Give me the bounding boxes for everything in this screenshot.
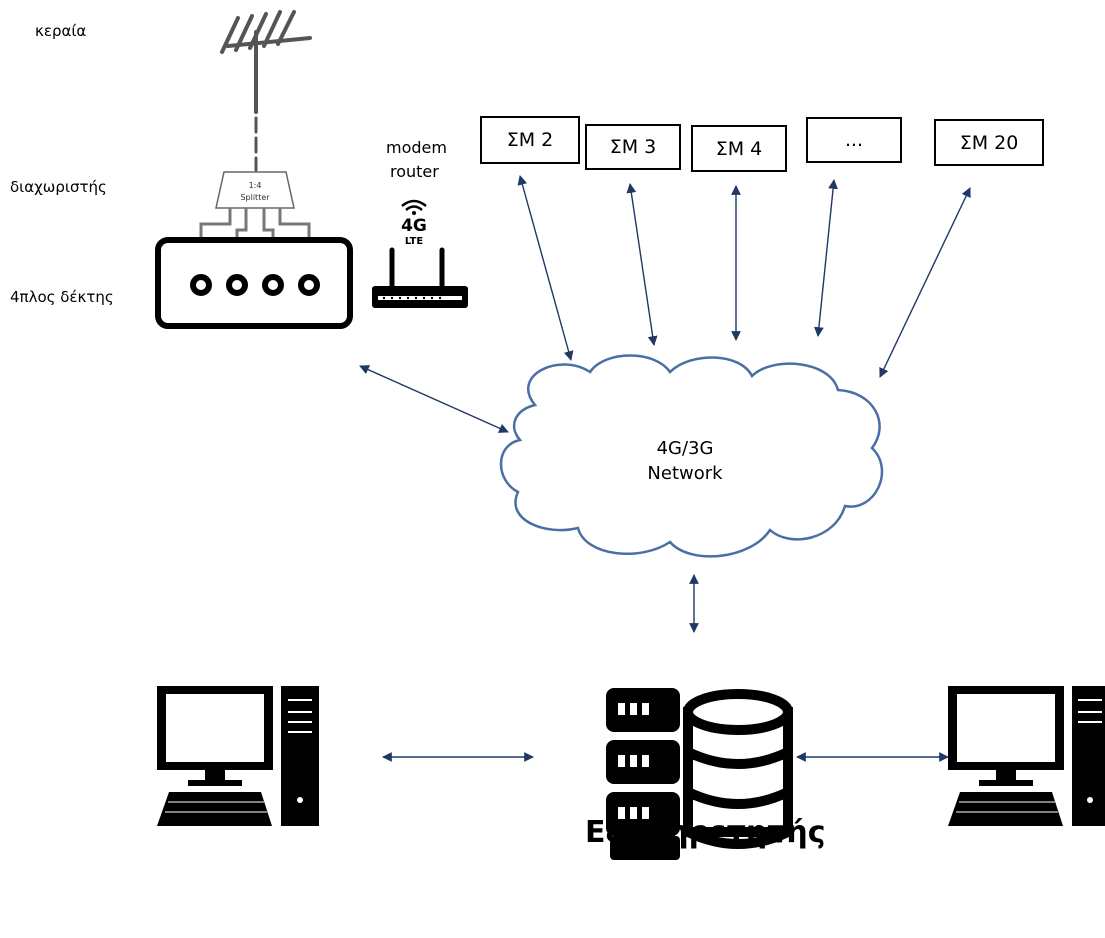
antenna-icon <box>220 10 312 172</box>
splitter-label: διαχωριστής <box>10 178 107 196</box>
router-label: router <box>390 162 439 181</box>
arrow-meter20-network <box>879 187 971 378</box>
router-4g-label: 4G <box>401 216 427 236</box>
server-title: Εξυπηρετητής <box>585 815 826 850</box>
network-label: 4G/3G Network <box>620 436 750 486</box>
meter-box-2: ΣΜ 2 <box>480 116 580 164</box>
arrow-receiver-network <box>359 365 509 433</box>
receiver-icon <box>155 237 353 329</box>
modem-label: modem <box>386 138 447 157</box>
left-computer-icon <box>157 686 319 826</box>
meter-box-dots: ... <box>806 117 902 163</box>
server-database-icon <box>606 688 793 860</box>
meter-box-20: ΣΜ 20 <box>934 119 1044 166</box>
network-label-line1: 4G/3G <box>656 438 714 459</box>
arrow-meter-dots-network <box>814 179 838 337</box>
antenna-label: κεραία <box>35 22 87 40</box>
network-cloud-icon <box>499 354 884 558</box>
right-computer-icon <box>948 686 1105 826</box>
connection-arrows <box>359 175 971 762</box>
splitter-name-label: Splitter <box>240 193 270 202</box>
meter-box-4: ΣΜ 4 <box>691 125 787 172</box>
receiver-label: 4πλος δέκτης <box>10 288 114 306</box>
arrow-meter3-network <box>626 183 658 346</box>
meter-box-3: ΣΜ 3 <box>585 124 681 170</box>
arrow-meter2-network <box>517 175 574 361</box>
router-icon <box>372 199 468 308</box>
network-label-line2: Network <box>647 463 723 484</box>
splitter-ratio-label: 1:4 <box>249 181 262 190</box>
router-lte-label: LTE <box>405 236 424 247</box>
